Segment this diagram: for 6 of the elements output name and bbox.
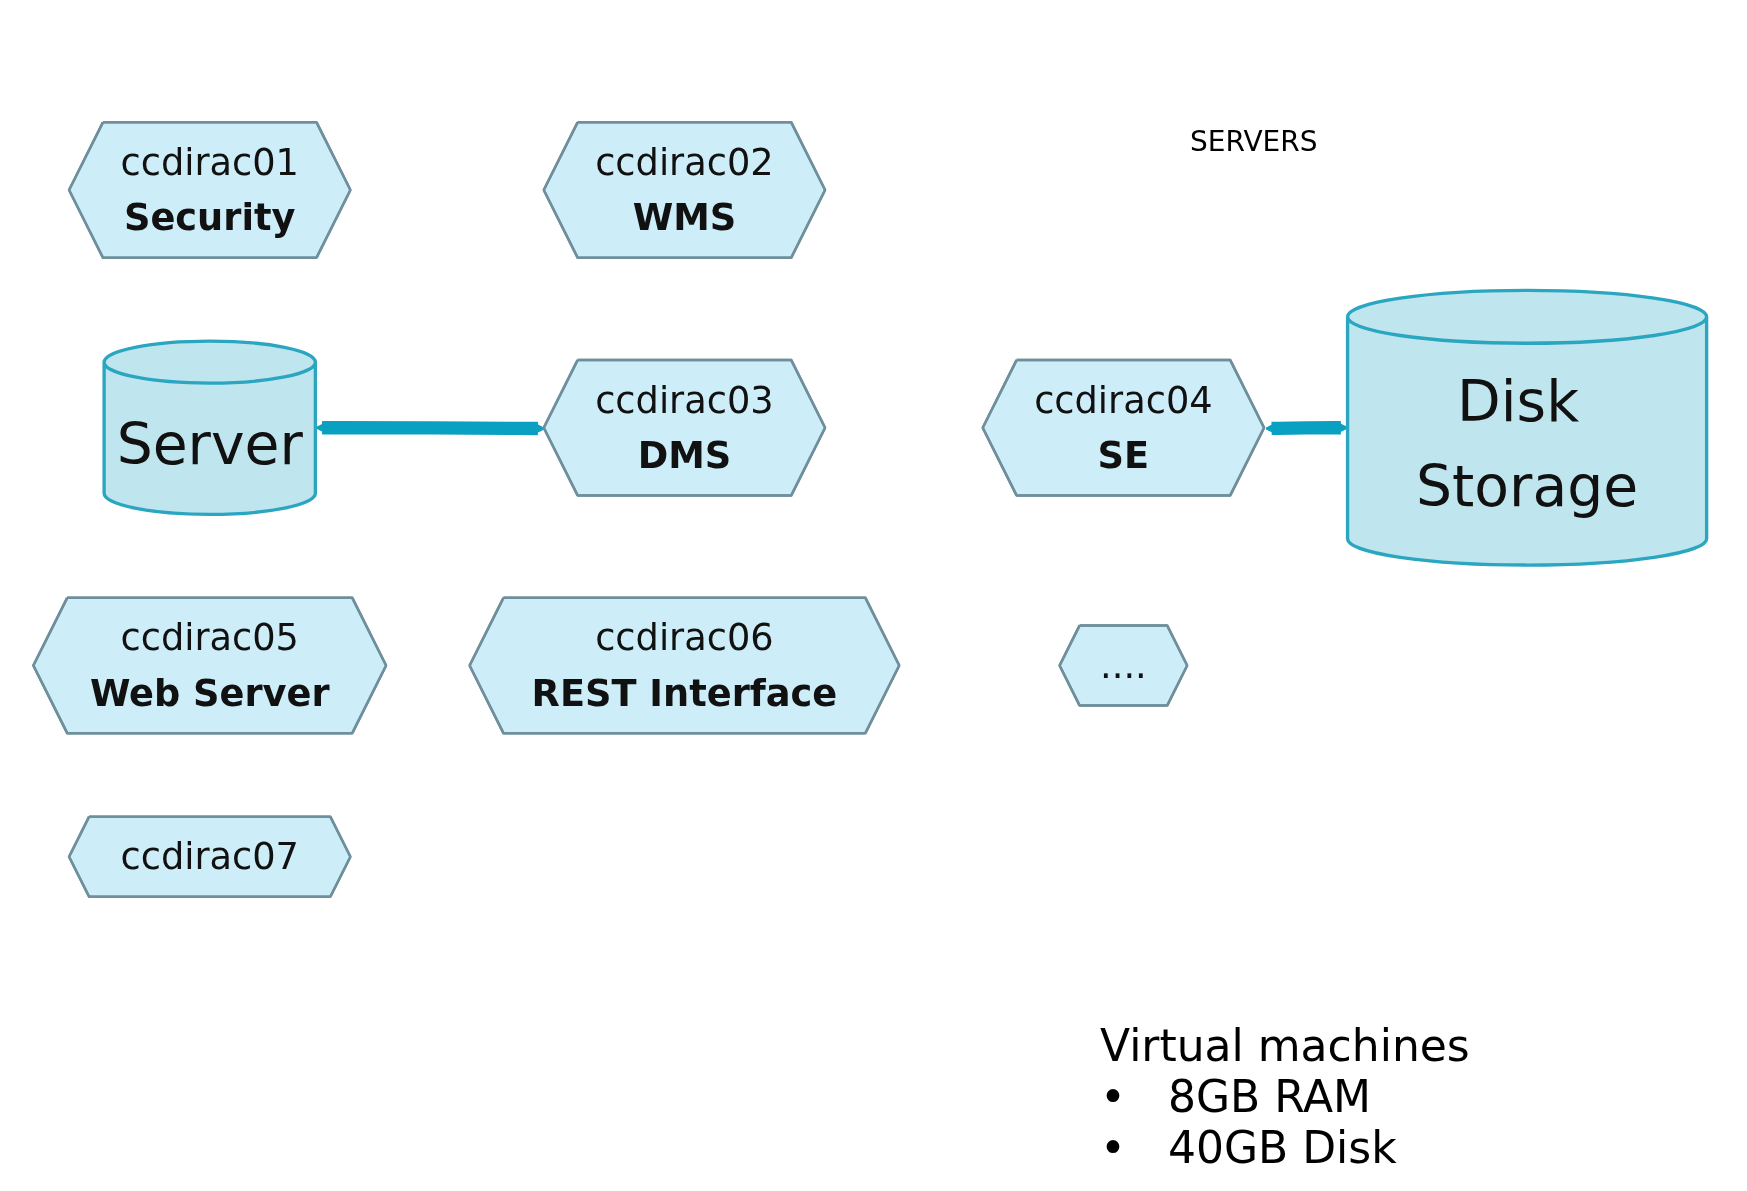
note-heading: Virtual machines [1100, 1020, 1470, 1071]
list-item: • 8GB RAM [1100, 1071, 1373, 1122]
arrow [1264, 420, 1349, 437]
list-item: • 40GB Disk [1100, 1122, 1398, 1173]
section-heading: SERVERS [1190, 125, 1318, 158]
arrow [315, 420, 546, 437]
